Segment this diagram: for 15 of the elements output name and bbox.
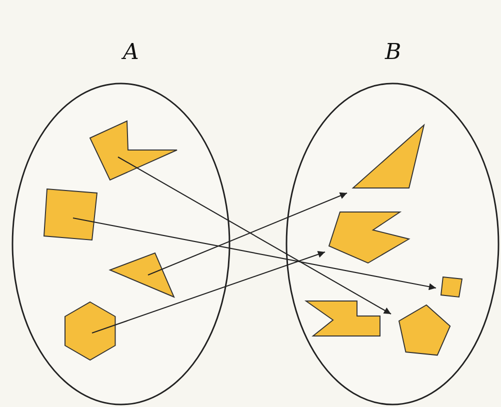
arrow	[148, 192, 348, 276]
set-label: B	[385, 40, 402, 66]
set-ellipse	[11, 40, 231, 406]
arrow	[72, 217, 436, 290]
arrow	[118, 156, 392, 314]
arrow	[92, 251, 326, 334]
triangle-shape	[352, 124, 425, 189]
set-label: A	[123, 40, 139, 66]
polygon-shape	[305, 300, 381, 337]
polygon-shape	[89, 120, 178, 181]
triangle-shape	[109, 252, 175, 298]
set-ellipse	[285, 40, 500, 406]
pentagon-shape	[398, 304, 452, 356]
hexagon-shape	[64, 301, 116, 361]
polygon-shape	[328, 211, 410, 264]
